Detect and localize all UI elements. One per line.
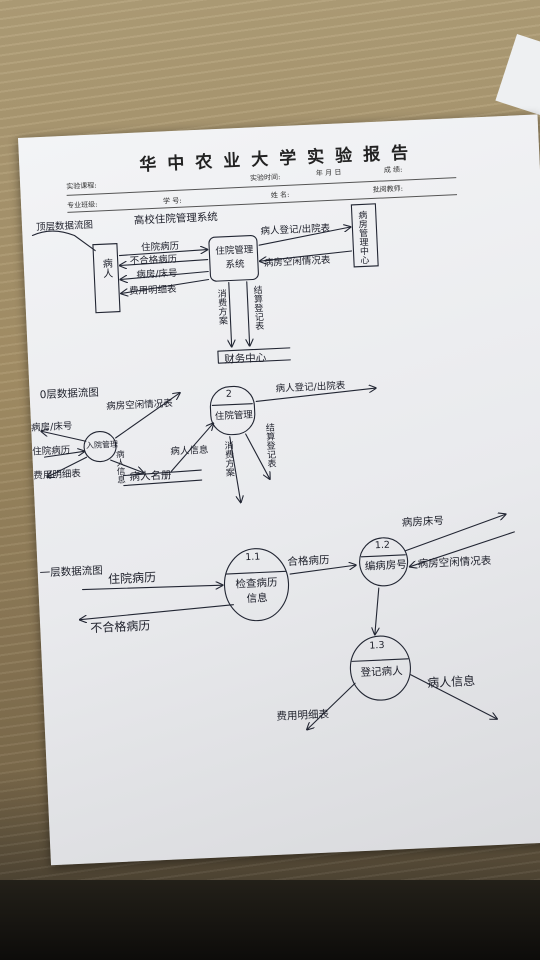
l0-flow-charge-plan: 消费方案 [222,440,235,478]
system-process [208,234,259,282]
context-caption: 顶层数据流图 [35,219,94,234]
p13-number: 1.3 [369,639,385,652]
l0-flow-ward-bed: 病房/床号 [30,420,73,434]
patient-box [92,243,121,314]
flow-fee-detail: 费用明细表 [128,283,177,298]
process-1-2 [359,537,409,587]
l1-flow-patient-info: 病人信息 [426,673,476,690]
p12-name: 编病房号 [364,558,408,573]
l1-flow-hospital-record: 住院病历 [107,570,157,587]
process-2-number: 2 [225,388,233,400]
finance-center-label: 财务中心 [224,351,267,366]
l1-flow-ward-bed: 病房床号 [401,515,445,529]
report-paper: 华中农业大学实验报告 实验课程: 实验时间: 年 月 日 成 绩: 专业班级: … [18,114,540,866]
flow-ward-status: 病房空闲情况表 [263,254,331,269]
p12-number: 1.2 [374,539,391,552]
patient-roster-store [122,469,203,487]
l1-flow-qualified-record: 合格病历 [287,554,330,569]
management-center-box [350,203,379,268]
l0-flow-ward-status: 病房空闲情况表 [106,398,173,413]
l0-flow-fee-detail: 费用明细表 [33,468,82,482]
management-center-label: 病房管理中心 [356,210,369,265]
hospital-mgmt-process [209,385,256,436]
flow-settlement: 结算登记表 [251,285,264,331]
finance-center-store [217,347,291,364]
patient-label: 病人 [100,257,112,279]
l0-flow-info: 病人信息 [170,444,209,458]
level0-caption: 0层数据流图 [39,386,100,402]
p11-number: 1.1 [245,551,261,564]
p11-name: 检查病历信息 [235,576,278,606]
process-2-name: 住院管理 [214,409,254,423]
l1-flow-rejected-record: 不合格病历 [89,618,151,636]
data-store-label: 病人名册 [129,469,172,484]
hand-drawn-diagrams [31,203,515,865]
desk-shadow [0,880,540,960]
admission-process [83,431,117,463]
l0-flow-patient-info: 病人信息 [114,449,126,484]
process-1-1 [223,548,290,622]
l1-flow-fee-detail: 费用明细表 [276,708,330,723]
center-process-label: 住院管理系统 [215,244,254,271]
flow-charge-plan: 消费方案 [215,288,228,326]
process-1-3 [349,635,411,701]
level1-caption: 一层数据流图 [39,564,103,580]
l0-flow-settlement: 结算登记表 [263,422,276,469]
flow-ward-bed: 病房/床号 [136,267,178,281]
p13-name: 登记病人 [360,665,403,680]
l0-flow-hospital-record: 住院病历 [32,444,71,458]
